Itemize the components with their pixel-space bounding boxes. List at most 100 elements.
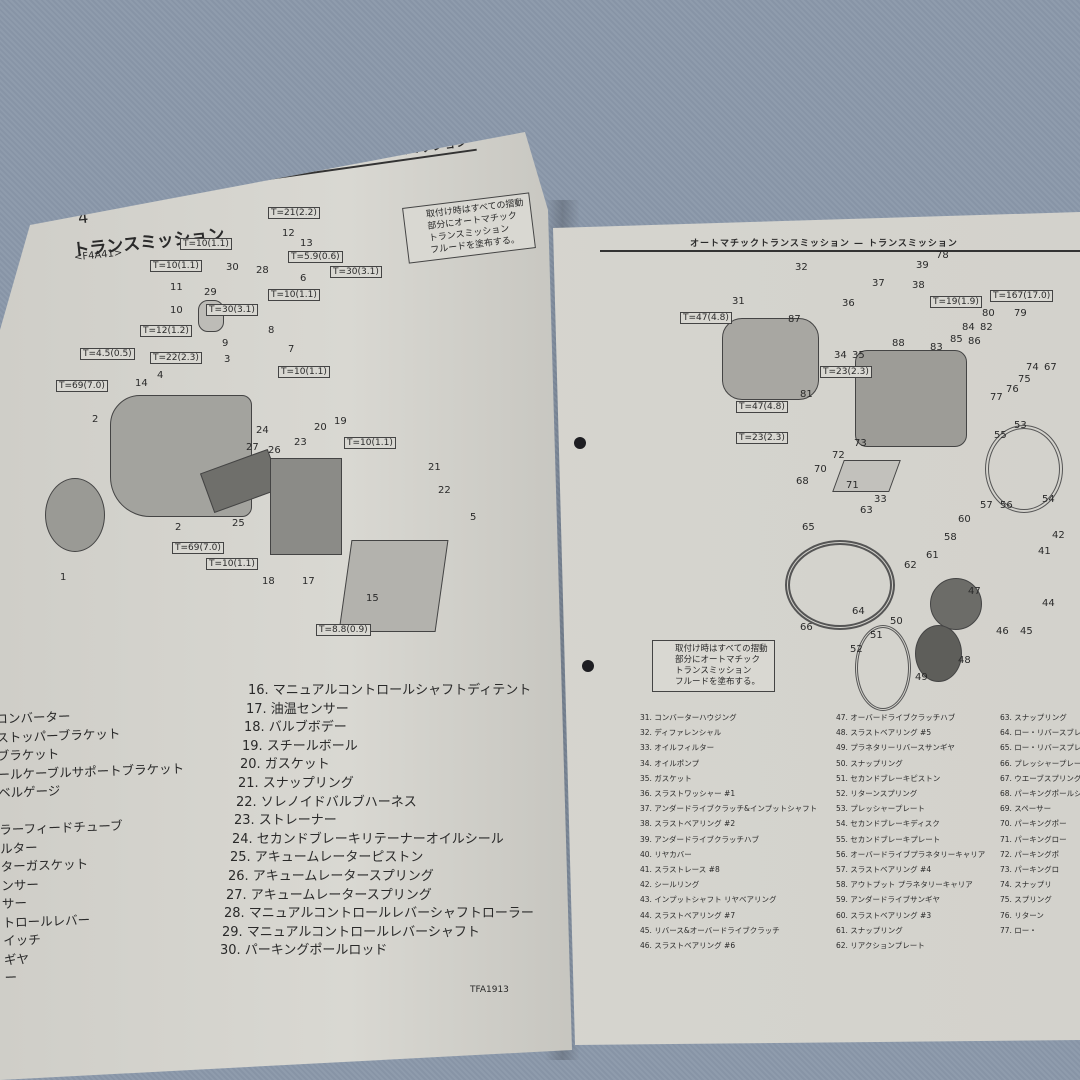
list-item: 70. パーキングポー bbox=[1000, 819, 1067, 829]
list-item: 62. リアクションプレート bbox=[836, 941, 925, 951]
header-rule bbox=[600, 250, 1080, 252]
torque-label: T=5.9(0.6) bbox=[288, 251, 343, 263]
list-item: 52. リターンスプリング bbox=[836, 789, 918, 799]
callout: 35 bbox=[852, 350, 865, 361]
list-item: 63. スナップリング bbox=[1000, 713, 1067, 722]
list-item: 50. スナップリング bbox=[836, 758, 903, 768]
torque-label: T=10(1.1) bbox=[344, 437, 396, 449]
callout: 70 bbox=[814, 464, 827, 475]
callout: 34 bbox=[834, 350, 847, 361]
brake-discs-drawing bbox=[985, 425, 1063, 513]
callout: 53 bbox=[1014, 420, 1027, 431]
callout: 15 bbox=[366, 593, 379, 604]
list-item: 57. スラストベアリング #4 bbox=[836, 865, 932, 875]
callout: 39 bbox=[916, 260, 929, 271]
callout: 84 bbox=[962, 322, 975, 333]
callout: 82 bbox=[980, 322, 993, 333]
callout: 25 bbox=[232, 518, 245, 529]
list-item: 75. スプリング bbox=[1000, 895, 1052, 905]
torque-label: T=10(1.1) bbox=[268, 289, 320, 301]
list-item: 17. 油温センサー bbox=[246, 701, 349, 717]
torque-label: T=22(2.3) bbox=[150, 352, 202, 364]
list-item: 77. ロー・ bbox=[1000, 925, 1037, 935]
callout: 74 bbox=[1026, 362, 1039, 373]
callout: 61 bbox=[926, 550, 939, 561]
torque-label: T=4.5(0.5) bbox=[80, 348, 135, 360]
list-item: 16. マニュアルコントロールシャフトディテント bbox=[248, 683, 532, 698]
list-item: 34. オイルポンプ bbox=[640, 758, 700, 768]
list-item: 31. コンバーターハウジング bbox=[640, 713, 737, 722]
callout: 27 bbox=[246, 442, 259, 453]
torque-label: T=8.8(0.9) bbox=[316, 624, 371, 636]
list-item: 47. オーバードライブクラッチハブ bbox=[836, 713, 956, 722]
callout: 57 bbox=[980, 500, 993, 511]
callout: 67 bbox=[1044, 362, 1057, 373]
callout: 51 bbox=[870, 630, 883, 641]
callout: 19 bbox=[334, 416, 347, 427]
list-item: 35. ガスケット bbox=[640, 773, 692, 783]
callout: 23 bbox=[294, 437, 307, 448]
list-item: 46. スラストベアリング #6 bbox=[640, 941, 736, 951]
right-page-header: オートマチックトランスミッション — トランスミッション bbox=[690, 239, 958, 249]
callout: 77 bbox=[990, 392, 1003, 403]
callout: 22 bbox=[438, 485, 451, 496]
parts-list-partial: コンバーター ストッパーブラケット ブラケット ールケーブルサポートブラケット … bbox=[0, 704, 192, 988]
list-item: 23. ストレーナー bbox=[234, 813, 337, 829]
note-line: 取付け時はすべての摺動 bbox=[675, 644, 768, 654]
callout: 47 bbox=[968, 586, 981, 597]
callout: 60 bbox=[958, 514, 971, 525]
callout: 36 bbox=[842, 298, 855, 309]
callout: 72 bbox=[832, 450, 845, 461]
callout: 10 bbox=[170, 305, 183, 316]
callout: 65 bbox=[802, 522, 815, 533]
list-item: 25. アキュームレーターピストン bbox=[230, 850, 424, 866]
callout: 41 bbox=[1038, 546, 1051, 557]
callout: 54 bbox=[1042, 494, 1055, 505]
callout: 17 bbox=[302, 576, 315, 587]
list-item: 61. スナップリング bbox=[836, 925, 903, 935]
callout: 13 bbox=[300, 238, 313, 249]
list-item: 27. アキュームレータースプリング bbox=[226, 887, 432, 903]
callout: 62 bbox=[904, 560, 917, 571]
callout: 45 bbox=[1020, 626, 1033, 637]
callout: 38 bbox=[912, 280, 925, 291]
list-item: 37. アンダードライブクラッチ&インプットシャフト bbox=[640, 804, 818, 814]
callout: 7 bbox=[288, 344, 295, 355]
list-item: 51. セカンドブレーキピストン bbox=[836, 773, 941, 783]
callout: 50 bbox=[890, 616, 903, 627]
callout: 80 bbox=[982, 308, 995, 319]
callout: 33 bbox=[874, 494, 887, 505]
parts-column-1: 31. コンバーターハウジング 32. ディファレンシャル 33. オイルフィル… bbox=[640, 710, 817, 953]
callout: 48 bbox=[958, 655, 971, 666]
callout: 28 bbox=[256, 265, 269, 276]
list-item: 69. スペーサー bbox=[1000, 804, 1052, 814]
left-page: オートマチックトランスミッション — トランスミッション 4 トランスミッション… bbox=[0, 132, 572, 1080]
torque-label: T=30(3.1) bbox=[330, 266, 382, 278]
callout: 1 bbox=[60, 572, 67, 583]
list-item: 36. スラストワッシャー #1 bbox=[640, 789, 736, 799]
snap-rings-drawing bbox=[855, 625, 911, 711]
list-item: 56. オーバードライブプラネタリーキャリア bbox=[836, 849, 986, 859]
clutch-discs-drawing bbox=[785, 540, 895, 630]
callout: 9 bbox=[222, 338, 229, 349]
callout: 87 bbox=[788, 314, 801, 325]
torque-label: T=10(1.1) bbox=[150, 260, 202, 272]
parts-column-2: 47. オーバードライブクラッチハブ 48. スラストベアリング #5 49. … bbox=[836, 710, 985, 953]
callout: 5 bbox=[470, 512, 477, 523]
torque-label: T=69(7.0) bbox=[56, 380, 108, 392]
callout: 31 bbox=[732, 296, 745, 307]
list-item: 42. シールリング bbox=[640, 880, 700, 890]
torque-label: T=69(7.0) bbox=[172, 542, 224, 554]
callout: 79 bbox=[1014, 308, 1027, 319]
callout: 76 bbox=[1006, 384, 1019, 395]
list-item: 41. スラストレース #8 bbox=[640, 865, 720, 875]
callout: 2 bbox=[92, 414, 99, 425]
list-item: 40. リヤカバー bbox=[640, 849, 692, 859]
torque-label: T=47(4.8) bbox=[680, 312, 732, 324]
note-line: 部分にオートマチック bbox=[675, 655, 761, 665]
callout: 68 bbox=[796, 476, 809, 487]
callout: 83 bbox=[930, 342, 943, 353]
list-item: 28. マニュアルコントロールレバーシャフトローラー bbox=[224, 906, 534, 922]
list-item: 44. スラストベアリング #7 bbox=[640, 910, 736, 920]
